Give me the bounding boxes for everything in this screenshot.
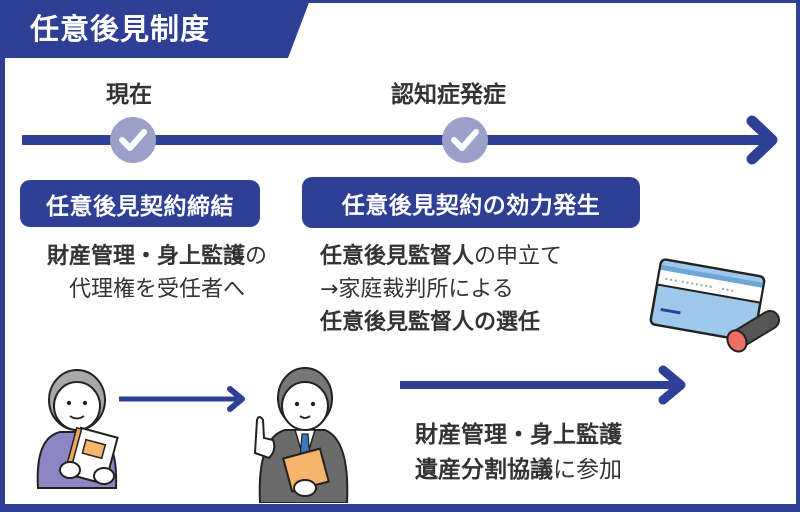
check-circle-icon (442, 117, 488, 163)
outcome-line: 財産管理・身上監護 (415, 422, 622, 448)
milestone-label-present: 現在 (106, 82, 152, 108)
elderly-person-illustration (36, 369, 119, 489)
badge-contract-conclusion: 任意後見契約締結 (20, 180, 260, 227)
description-line: 代理権を受任者へ (68, 277, 245, 302)
milestone-label-dementia-onset: 認知症発症 (391, 82, 506, 108)
businessman-illustration (253, 367, 349, 503)
badge-contract-effective: 任意後見契約の効力発生 (302, 177, 640, 228)
bank-card-and-seal-icon: ••• ••••••• ••• (649, 258, 780, 353)
description-dementia-onset: 任意後見監督人の申立て →家庭裁判所による 任意後見監督人の選任 (320, 240, 562, 339)
outcome-description: 財産管理・身上監護 遺産分割協議に参加 (415, 418, 622, 488)
check-circle-icon (110, 117, 156, 163)
description-line: →家庭裁判所による (320, 277, 514, 302)
description-present: 財産管理・身上監護の 代理権を受任者へ (12, 240, 302, 306)
page-title: 任意後見制度 (30, 12, 211, 46)
outcome-arrow (400, 365, 686, 405)
transfer-arrow (119, 386, 245, 412)
description-line: 財産管理・身上監護の (46, 244, 268, 269)
title-tab-background (0, 0, 310, 58)
description-line: 任意後見監督人の申立て (320, 244, 563, 269)
outcome-line: 遺産分割協議に参加 (415, 457, 622, 483)
description-line: 任意後見監督人の選任 (320, 310, 541, 335)
